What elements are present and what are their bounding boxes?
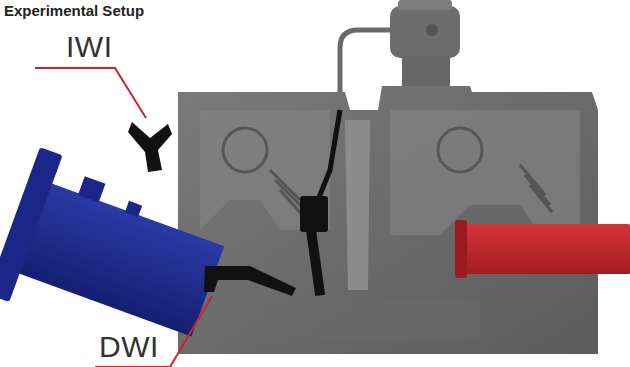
leader-line	[95, 296, 212, 367]
callout-label: DWI	[99, 330, 159, 364]
callout-label: IWI	[66, 30, 113, 64]
exhaust-pipe	[455, 220, 630, 278]
iwi-injector	[128, 122, 172, 172]
dwi-injector	[204, 266, 296, 296]
leader-line	[35, 68, 146, 118]
engine-block	[178, 86, 598, 354]
intake-pipe	[0, 147, 235, 364]
figure-title: Experimental Setup	[4, 2, 144, 19]
centre-injector	[300, 110, 340, 296]
